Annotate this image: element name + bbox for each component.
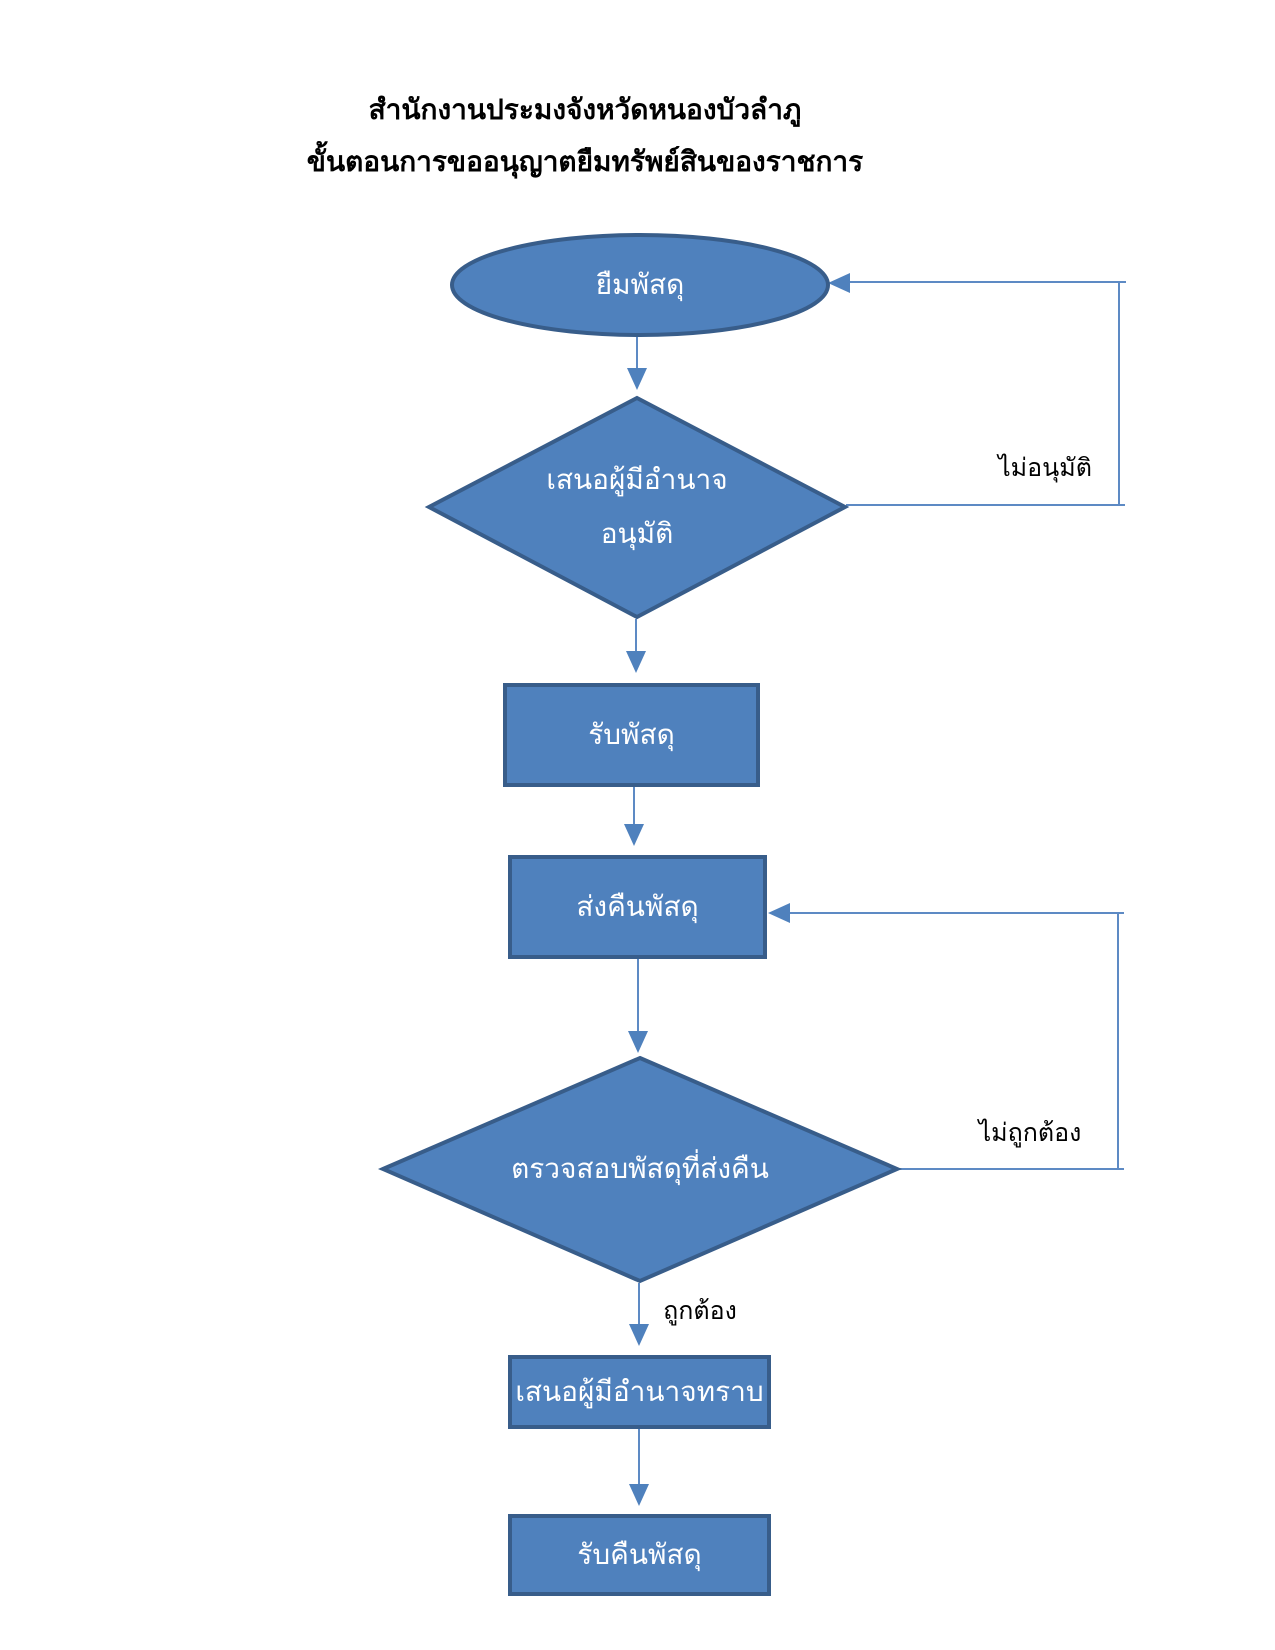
connector-borrow-to-approve-arrow: [627, 336, 647, 390]
title-line-1: สำนักงานประมงจังหวัดหนองบัวลำภู: [368, 94, 802, 125]
connector-not-correct-loop-arrow: [768, 903, 1124, 1170]
document-title: สำนักงานประมงจังหวัดหนองบัวลำภู ขั้นตอนก…: [0, 84, 1170, 188]
connector-return-to-inspect-arrow: [628, 959, 648, 1053]
connector-inspect-to-inform-arrow: [629, 1283, 649, 1346]
title-line-2: ขั้นตอนการขออนุญาตยืมทรัพย์สินของราชการ: [306, 146, 864, 177]
connector-receive-to-return-arrow: [624, 787, 644, 846]
start-ellipse-shape: [450, 233, 830, 337]
inform-process-shape: [508, 1355, 771, 1429]
inspect-diamond-shape: [377, 1055, 903, 1284]
connector-inform-to-receiveback-arrow: [629, 1429, 649, 1506]
receive-process-shape: [503, 683, 760, 787]
connector-approve-to-receive-arrow: [626, 619, 646, 673]
receiveback-process-shape: [508, 1514, 771, 1596]
approve-diamond-shape: [424, 395, 850, 620]
connector-not-approved-loop-arrow: [828, 273, 1126, 506]
return-process-shape: [508, 855, 767, 959]
